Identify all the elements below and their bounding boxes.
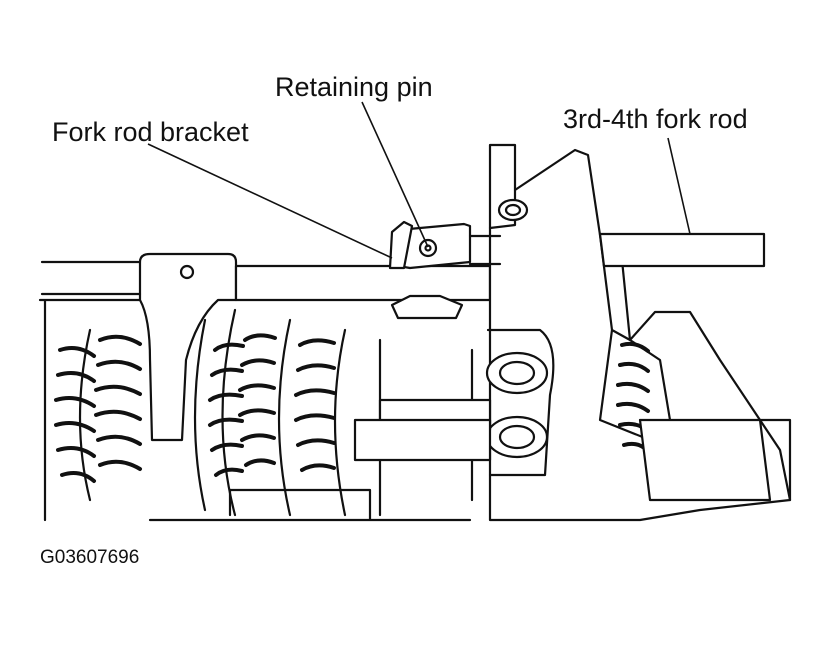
- bracket-lower-piece: [390, 294, 464, 320]
- lower-shaft: [148, 488, 472, 522]
- right-shaft: [638, 418, 772, 502]
- fork-rod-center: [234, 264, 492, 302]
- center-gear-teeth: [208, 333, 336, 477]
- retaining-pin-head: [418, 238, 438, 258]
- lower-rod-2: [353, 418, 492, 462]
- right-shaft-end: [758, 418, 792, 502]
- right-gear-teeth: [616, 341, 650, 453]
- housing-bore-2: [485, 415, 549, 459]
- bracket-tab: [388, 220, 414, 270]
- housing-bore-1: [485, 351, 549, 395]
- label-fork-rod-bracket: Fork rod bracket: [52, 117, 249, 147]
- fork-rod-main: [40, 260, 142, 296]
- label-retaining-pin: Retaining pin: [275, 72, 433, 102]
- figure-code: G03607696: [40, 547, 139, 568]
- leader-retaining-pin: [361, 101, 429, 248]
- housing-bolt-top-inner: [504, 203, 522, 217]
- leader-3rd-4th-fork-rod: [667, 137, 691, 235]
- center-gear-rims: [193, 308, 382, 517]
- fork-rod-3rd-4th-end: [468, 234, 502, 266]
- shift-fork: [138, 252, 238, 442]
- label-3rd-4th-fork-rod: 3rd-4th fork rod: [563, 104, 748, 134]
- left-gear-teeth: [54, 334, 142, 483]
- leader-fork-rod-bracket: [147, 143, 393, 259]
- left-gear-outline: [38, 298, 152, 522]
- housing-bore-1-inner: [498, 360, 536, 386]
- fork-hole: [179, 264, 195, 280]
- housing-bore-2-inner: [498, 424, 536, 450]
- housing-bolt-top: [497, 198, 529, 222]
- fork-rod-3rd-4th: [598, 232, 766, 268]
